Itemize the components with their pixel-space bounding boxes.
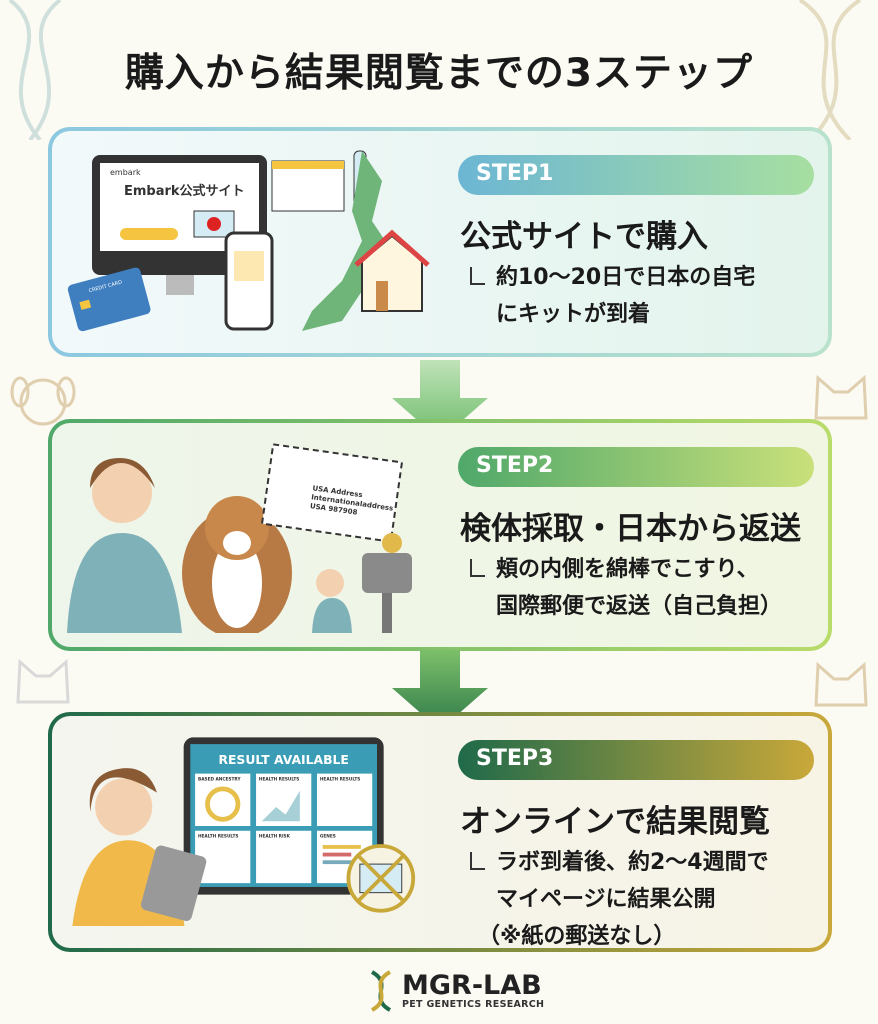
step-description: ラボ到着後、約2〜4週間で マイページに結果公開 （※紙の郵送なし）	[464, 844, 769, 948]
step3-card: RESULT AVAILABLE BASED ANCESTRY HEALTH R…	[48, 712, 832, 952]
description-line: （※紙の郵送なし）	[478, 924, 676, 948]
panel-label: HEALTH RESULTS	[198, 833, 239, 839]
step-label: STEP2	[458, 447, 814, 487]
panel-label: BASED ANCESTRY	[198, 776, 242, 782]
panel-label: HEALTH RESULTS	[320, 776, 361, 782]
cat-face-icon	[814, 374, 868, 420]
description-line: ラボ到着後、約2〜4週間で	[464, 844, 769, 881]
panel-label: GENES	[320, 833, 336, 839]
description-line: 国際郵便で返送（自己負担）	[496, 594, 783, 619]
cat-face-icon	[16, 658, 70, 704]
brand-text: embark	[110, 168, 141, 177]
step-heading: 公式サイトで購入	[460, 219, 708, 255]
site-title-text: Embark公式サイト	[124, 183, 245, 199]
dna-logo-icon	[370, 970, 392, 1012]
step-description: 約10〜20日で日本の自宅 にキットが到着	[464, 259, 755, 333]
dna-decoration-icon	[798, 0, 862, 140]
cat-face-icon	[814, 661, 868, 707]
mgr-lab-logo: MGR-LAB PET GENETICS RESEARCH	[368, 970, 544, 1012]
logo-tagline: PET GENETICS RESEARCH	[402, 998, 545, 1010]
sample-return-illustration: USA AddressInternationaladdressUSA 98790…	[67, 443, 412, 633]
online-results-illustration: RESULT AVAILABLE BASED ANCESTRY HEALTH R…	[72, 737, 416, 926]
screen-title: RESULT AVAILABLE	[218, 753, 348, 767]
panel-label: HEALTH RESULTS	[259, 776, 300, 782]
down-arrow-icon	[392, 360, 488, 440]
down-arrow-icon	[392, 650, 488, 730]
purchase-illustration: embark Embark公式サイト CREDIT CARD	[67, 150, 430, 332]
logo-name: MGR-LAB	[402, 969, 542, 1001]
step-label: STEP3	[458, 740, 814, 780]
step-description: 頬の内側を綿棒でこすり、 国際郵便で返送（自己負担）	[464, 551, 782, 625]
step2-card: USA AddressInternationaladdressUSA 98790…	[48, 419, 832, 651]
description-line: 頬の内側を綿棒でこすり、	[464, 551, 782, 588]
description-line: 約10〜20日で日本の自宅	[464, 259, 755, 296]
step-label: STEP1	[458, 155, 814, 195]
step-heading: 検体採取・日本から返送	[460, 511, 801, 547]
step1-card: embark Embark公式サイト CREDIT CARD STEP1 公式サ…	[48, 127, 832, 357]
page-title: 購入から結果閲覧までの3ステップ	[124, 51, 754, 96]
step-heading: オンラインで結果閲覧	[460, 804, 770, 840]
description-line: にキットが到着	[496, 302, 651, 327]
dog-face-icon	[10, 376, 76, 426]
panel-label: HEALTH RISK	[259, 833, 291, 839]
dna-decoration-icon	[8, 0, 62, 140]
description-line: マイページに結果公開	[496, 887, 716, 912]
